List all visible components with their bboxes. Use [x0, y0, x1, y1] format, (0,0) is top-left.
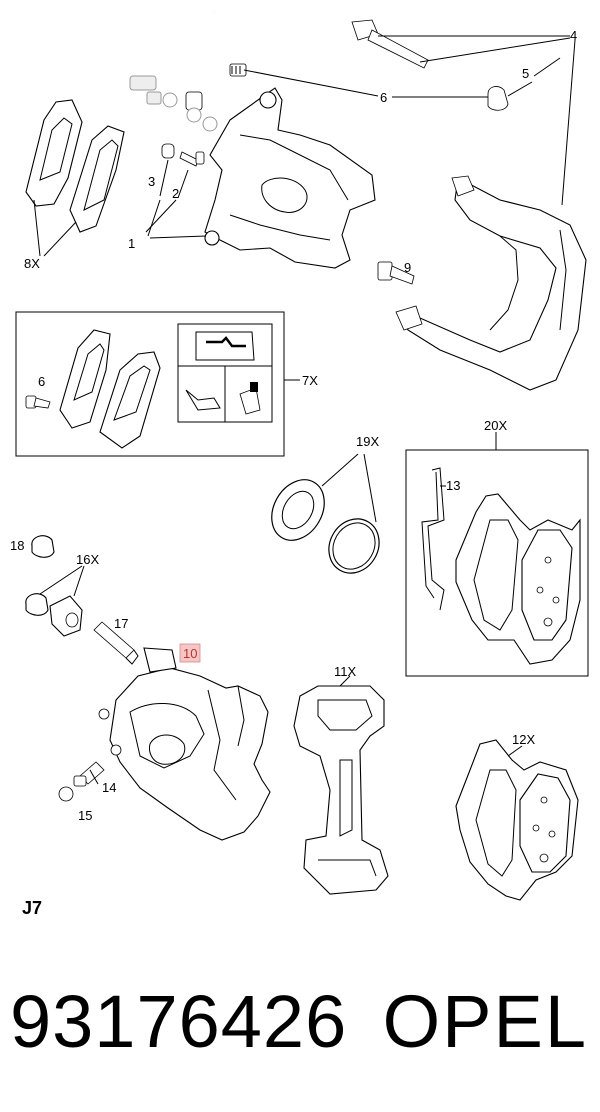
- brake-pads-12x: [455, 739, 579, 901]
- carrier-11x: [293, 675, 389, 895]
- brake-hose: [185, 10, 215, 111]
- hose-fittings: [129, 75, 218, 132]
- label-10: 10: [183, 646, 197, 661]
- kit-box-20x: [405, 432, 589, 677]
- label-3: 3: [148, 174, 155, 189]
- label-15: 15: [78, 808, 92, 823]
- label-1: 1: [128, 236, 135, 251]
- bleeder-14: [73, 761, 105, 787]
- kit-box-7x: [15, 311, 300, 457]
- label-4: 4: [570, 28, 577, 43]
- brake-parts-diagram: 1 2 3 4 5 6 8X 9 6 7X 19X 20X 13 18 16X …: [10, 10, 589, 918]
- dust-cap-15: [58, 786, 74, 802]
- label-8x: 8X: [24, 256, 40, 271]
- label-17: 17: [114, 616, 128, 631]
- label-6b: 6: [38, 374, 45, 389]
- label-7x: 7X: [302, 373, 318, 388]
- cap-5: [487, 86, 509, 111]
- caliper-upper: [204, 87, 376, 269]
- bolt-9: [377, 261, 415, 285]
- footer: 93176426 OPEL: [0, 972, 600, 1082]
- label-14: 14: [102, 780, 116, 795]
- label-13: 13: [446, 478, 460, 493]
- caliper-carrier: [395, 175, 587, 391]
- label-18: 18: [10, 538, 24, 553]
- brake-pads-8x: [25, 99, 125, 233]
- label-20x: 20X: [484, 418, 507, 433]
- label-5: 5: [522, 66, 529, 81]
- label-6: 6: [380, 90, 387, 105]
- label-16x: 16X: [76, 552, 99, 567]
- label-j7: J7: [22, 898, 42, 918]
- guide-sleeve-16x: [25, 565, 85, 637]
- label-9: 9: [404, 260, 411, 275]
- part-10-highlight: [179, 643, 201, 663]
- dust-cap-3: [161, 143, 175, 159]
- dust-cap-18: [31, 535, 55, 558]
- caliper-housing-10: [98, 647, 271, 841]
- part-number: 93176426: [10, 980, 348, 1063]
- leader-lines-bottom: [89, 769, 99, 785]
- leader-lines-top: [33, 35, 576, 257]
- seals-19x: [271, 453, 380, 574]
- guide-bolt-17: [93, 621, 139, 665]
- bolt-6-top: [229, 63, 247, 77]
- label-12x: 12X: [512, 732, 535, 747]
- label-11x: 11X: [334, 664, 356, 679]
- bleeder-screw-2: [179, 151, 205, 167]
- brand-name: OPEL: [382, 980, 588, 1063]
- guide-pin-4: [351, 19, 429, 69]
- label-2: 2: [172, 186, 179, 201]
- label-19x: 19X: [356, 434, 379, 449]
